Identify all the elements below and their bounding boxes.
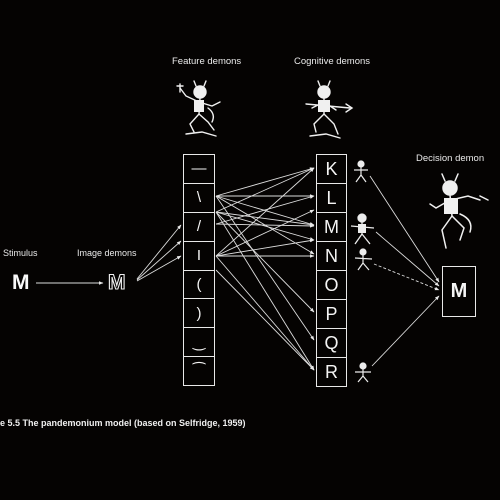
- feature-cell: \: [184, 184, 214, 213]
- feature-to-cognitive-arrow: [215, 167, 315, 213]
- feature-to-cognitive-arrow: [215, 223, 315, 228]
- feature-to-cognitive-arrow: [215, 211, 315, 241]
- cognitive-to-decision-arrow: [375, 231, 440, 287]
- feature-cell: ⁀: [192, 363, 206, 381]
- cognitive-demon-column: K L M N O P Q R: [316, 154, 347, 387]
- image-to-feature-arrow: [136, 224, 182, 280]
- stimulus-label: Stimulus: [3, 248, 38, 258]
- cognitive-cell: P: [317, 300, 346, 329]
- feature-to-cognitive-arrow: [215, 167, 315, 197]
- cognitive-to-decision-arrow: [373, 263, 440, 291]
- demon-with-pitchfork-icon: [176, 80, 221, 137]
- cognitive-to-decision-arrow: [371, 295, 440, 367]
- feature-to-cognitive-arrow: [215, 255, 315, 371]
- feature-cell: —: [184, 155, 214, 184]
- cognitive-cell: K: [317, 155, 346, 184]
- cognitive-to-decision-arrow: [369, 175, 440, 283]
- feature-demon-column: — \ / I ( ) ‿ ⁀: [183, 154, 215, 386]
- feature-to-cognitive-arrow: [215, 195, 315, 341]
- small-shouting-demon-icon: [350, 213, 375, 245]
- feature-to-cognitive-arrow: [215, 167, 315, 257]
- small-shouting-demon-icon: [355, 362, 371, 383]
- feature-to-cognitive-arrow: [215, 269, 315, 371]
- decision-box: M: [442, 266, 476, 317]
- feature-to-cognitive-arrow: [215, 209, 315, 257]
- demon-with-pitchfork-icon: [305, 80, 354, 139]
- cognitive-cell: M: [317, 213, 346, 242]
- feature-cell: (: [184, 271, 214, 300]
- small-shouting-demon-icon: [354, 160, 368, 183]
- feature-cell: /: [184, 213, 214, 242]
- image-to-feature-arrow: [136, 255, 182, 282]
- image-to-feature-arrow: [136, 240, 182, 281]
- feature-to-cognitive-arrow: [215, 195, 315, 226]
- image-demons-label: Image demons: [77, 248, 137, 258]
- feature-cell: ‿: [184, 328, 214, 358]
- feature-cell: ): [184, 299, 214, 329]
- cognitive-cell: O: [317, 271, 346, 300]
- cognitive-cell: N: [317, 242, 346, 271]
- feature-demons-header: Feature demons: [172, 56, 242, 67]
- image-demon-letter: M: [107, 270, 126, 294]
- dancing-demon-icon: [429, 173, 489, 249]
- cognitive-cell: Q: [317, 329, 346, 358]
- cognitive-demons-header: Cognitive demons: [294, 56, 371, 67]
- feature-to-cognitive-arrow: [215, 211, 315, 371]
- cognitive-cell: L: [317, 184, 346, 213]
- cognitive-cell: R: [325, 361, 338, 382]
- figure-caption: e 5.5 The pandemonium model (based on Se…: [0, 418, 246, 428]
- stimulus-letter: M: [12, 271, 30, 294]
- feature-to-cognitive-arrow: [215, 211, 315, 313]
- feature-cell: I: [184, 242, 214, 271]
- feature-to-cognitive-arrow: [215, 211, 315, 227]
- decision-demon-header: Decision demon: [416, 153, 485, 164]
- small-shouting-demon-icon: [354, 248, 373, 271]
- feature-to-cognitive-arrow: [215, 238, 315, 257]
